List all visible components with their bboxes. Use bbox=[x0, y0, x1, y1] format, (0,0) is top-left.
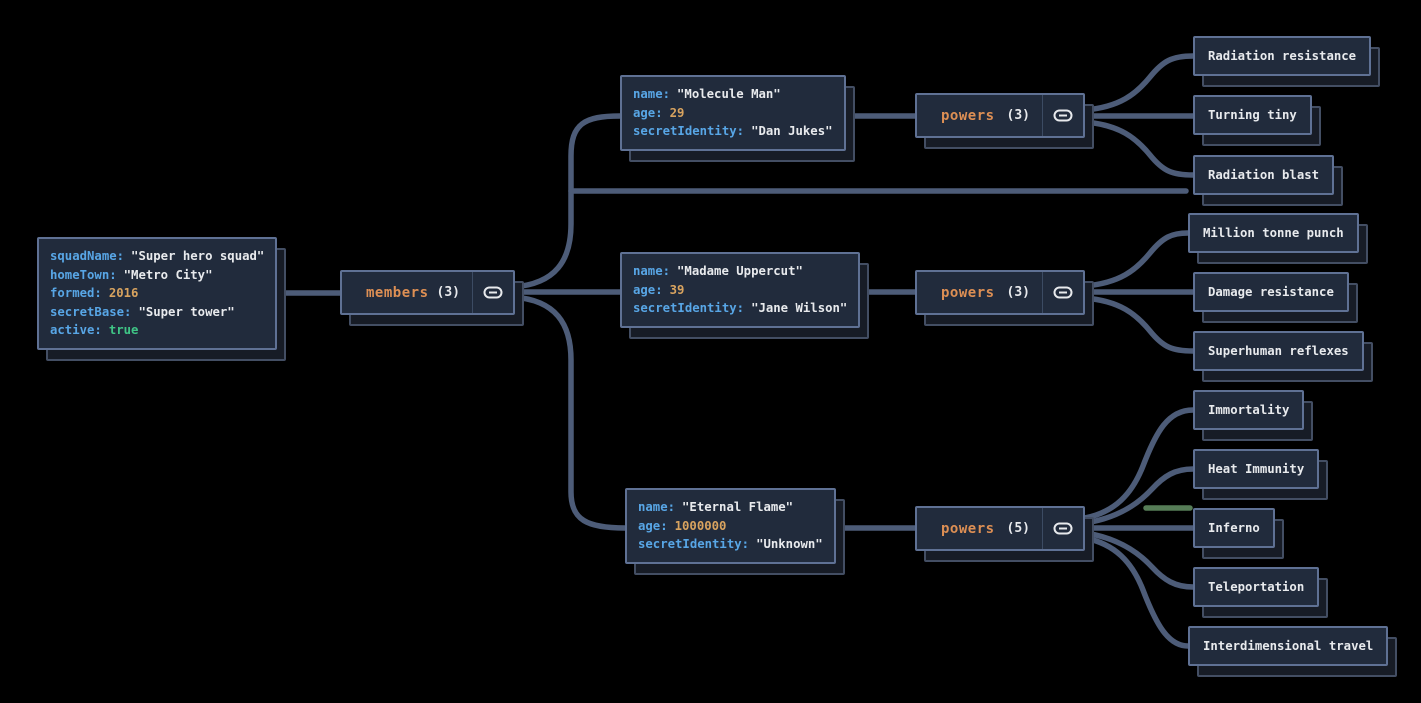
power-leaf-node[interactable]: Superhuman reflexes bbox=[1193, 331, 1364, 371]
power-label: Million tonne punch bbox=[1203, 226, 1344, 240]
array-key-label: members bbox=[366, 284, 429, 301]
member-object-node[interactable]: name: "Molecule Man" age: 29 secretIdentit… bbox=[620, 75, 846, 151]
link-icon[interactable] bbox=[1042, 272, 1083, 313]
power-label: Superhuman reflexes bbox=[1208, 344, 1349, 358]
field-value: 2016 bbox=[108, 286, 139, 300]
edge-powers2-superhuman-reflexes bbox=[1082, 295, 1196, 354]
field-value: 39 bbox=[669, 282, 685, 297]
link-icon[interactable] bbox=[1042, 95, 1083, 136]
member-object-node[interactable]: name: "Eternal Flame" age: 1000000 secretI… bbox=[625, 488, 836, 564]
power-label: Turning tiny bbox=[1208, 108, 1297, 122]
field-key: secretBase: bbox=[50, 304, 132, 319]
field-value: 29 bbox=[669, 105, 685, 120]
edge-powers1-radiation-resistance bbox=[1082, 53, 1196, 113]
array-label-cell: powers (5) bbox=[917, 508, 1042, 549]
field-value: 1000000 bbox=[674, 518, 727, 533]
array-key-label: powers bbox=[941, 107, 995, 124]
field-key: secretIdentity: bbox=[633, 301, 745, 315]
edge-members-molecule bbox=[510, 113, 623, 290]
field-key: homeTown: bbox=[50, 267, 117, 282]
field-row: squadName: "Super hero squad" bbox=[50, 247, 264, 266]
power-leaf-node[interactable]: Interdimensional travel bbox=[1188, 626, 1389, 666]
powers-array-node[interactable]: powers (3) bbox=[915, 93, 1085, 138]
field-key: secretIdentity: bbox=[633, 124, 745, 138]
link-icon[interactable] bbox=[472, 272, 513, 313]
field-value: "Unknown" bbox=[756, 537, 823, 551]
field-row: secretIdentity: "Jane Wilson" bbox=[633, 299, 847, 318]
powers-array-node[interactable]: powers (5) bbox=[915, 506, 1085, 551]
array-count-badge: (3) bbox=[1006, 108, 1030, 123]
power-leaf-node[interactable]: Immortality bbox=[1193, 390, 1305, 430]
field-row: secretIdentity: "Unknown" bbox=[638, 535, 823, 554]
field-key: age: bbox=[633, 105, 663, 120]
power-leaf-node[interactable]: Damage resistance bbox=[1193, 272, 1349, 312]
field-row: secretIdentity: "Dan Jukes" bbox=[633, 122, 833, 141]
field-value: "Super tower" bbox=[138, 304, 235, 319]
field-key: name: bbox=[638, 500, 676, 514]
field-key: name: bbox=[633, 87, 671, 101]
field-row: secretBase: "Super tower" bbox=[50, 303, 264, 322]
array-key-label: powers bbox=[941, 284, 995, 301]
array-key-label: powers bbox=[941, 520, 995, 537]
field-key: secretIdentity: bbox=[638, 537, 750, 551]
power-label: Radiation resistance bbox=[1208, 49, 1357, 63]
field-row: name: "Molecule Man" bbox=[633, 85, 833, 104]
power-leaf-node[interactable]: Inferno bbox=[1193, 508, 1275, 548]
field-key: squadName: bbox=[50, 249, 125, 263]
field-row: name: "Madame Uppercut" bbox=[633, 262, 847, 281]
field-key: active: bbox=[50, 323, 102, 337]
field-value: "Madame Uppercut" bbox=[677, 264, 803, 278]
power-leaf-node[interactable]: Radiation blast bbox=[1193, 155, 1335, 195]
power-label: Heat Immunity bbox=[1208, 462, 1305, 476]
edge-members-eternal bbox=[510, 294, 628, 531]
power-label: Teleportation bbox=[1208, 580, 1305, 594]
edge-powers2-million-tonne-punch bbox=[1082, 230, 1191, 289]
field-row: active: true bbox=[50, 321, 264, 340]
power-label: Damage resistance bbox=[1208, 285, 1334, 299]
field-value: "Jane Wilson" bbox=[751, 301, 848, 315]
field-row: formed: 2016 bbox=[50, 284, 264, 303]
array-label-cell: powers (3) bbox=[917, 95, 1042, 136]
field-row: homeTown: "Metro City" bbox=[50, 266, 264, 285]
array-label-cell: members (3) bbox=[342, 272, 472, 313]
edge-powers1-radiation-blast bbox=[1082, 119, 1196, 178]
edge-powers3-teleportation bbox=[1082, 530, 1196, 590]
array-count-badge: (3) bbox=[1006, 285, 1030, 300]
power-leaf-node[interactable]: Turning tiny bbox=[1193, 95, 1312, 135]
power-leaf-node[interactable]: Teleportation bbox=[1193, 567, 1320, 607]
field-key: name: bbox=[633, 264, 671, 278]
field-row: age: 29 bbox=[633, 104, 833, 123]
edge-powers3-interdimensional bbox=[1082, 535, 1191, 649]
power-label: Immortality bbox=[1208, 403, 1290, 417]
field-row: name: "Eternal Flame" bbox=[638, 498, 823, 517]
field-value: "Super hero squad" bbox=[131, 249, 265, 263]
power-leaf-node[interactable]: Heat Immunity bbox=[1193, 449, 1320, 489]
member-object-node[interactable]: name: "Madame Uppercut" age: 39 secretIden… bbox=[620, 252, 861, 328]
power-label: Radiation blast bbox=[1208, 168, 1320, 182]
field-row: age: 39 bbox=[633, 281, 847, 300]
power-leaf-node[interactable]: Million tonne punch bbox=[1188, 213, 1359, 253]
link-icon[interactable] bbox=[1042, 508, 1083, 549]
root-object-node[interactable]: squadName: "Super hero squad" homeTown: "M… bbox=[37, 237, 278, 350]
field-key: age: bbox=[633, 282, 663, 297]
field-value: "Metro City" bbox=[123, 267, 213, 282]
field-row: age: 1000000 bbox=[638, 517, 823, 536]
field-value: "Molecule Man" bbox=[677, 87, 781, 101]
array-count-badge: (3) bbox=[436, 285, 460, 300]
power-label: Inferno bbox=[1208, 521, 1260, 535]
field-value: true bbox=[108, 323, 139, 337]
edge-powers3-immortality bbox=[1082, 407, 1196, 521]
members-array-node[interactable]: members (3) bbox=[340, 270, 515, 315]
powers-array-node[interactable]: powers (3) bbox=[915, 270, 1085, 315]
field-value: "Dan Jukes" bbox=[751, 124, 833, 138]
field-key: formed: bbox=[50, 286, 102, 300]
power-label: Interdimensional travel bbox=[1203, 639, 1374, 653]
field-key: age: bbox=[638, 518, 668, 533]
array-label-cell: powers (3) bbox=[917, 272, 1042, 313]
field-value: "Eternal Flame" bbox=[682, 500, 794, 514]
power-leaf-node[interactable]: Radiation resistance bbox=[1193, 36, 1372, 76]
array-count-badge: (5) bbox=[1006, 521, 1030, 536]
edge-powers3-heat-immunity bbox=[1082, 466, 1196, 526]
